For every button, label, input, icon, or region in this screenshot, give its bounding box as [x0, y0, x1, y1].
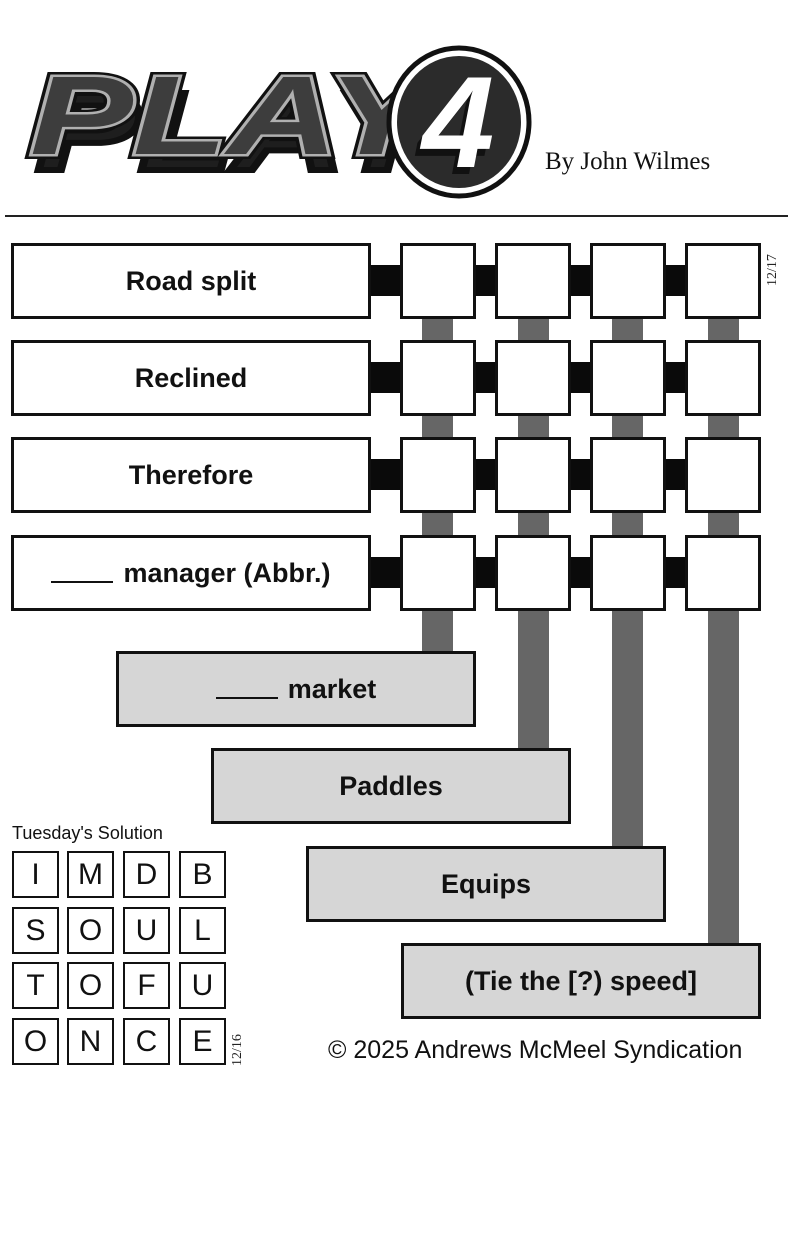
- fill-in-blank: [215, 697, 278, 699]
- down-clue-1: market: [116, 651, 476, 727]
- answer-cell-r4c2[interactable]: [495, 535, 571, 611]
- copyright-notice: © 2025 Andrews McMeel Syndication: [328, 1036, 743, 1064]
- down-clue-3-text: Equips: [440, 868, 531, 899]
- logo-circle-inner: [397, 56, 521, 188]
- logo-fill-text: PLAY: [30, 53, 443, 178]
- answer-cell-r4c3[interactable]: [590, 535, 666, 611]
- fill-in-blank: [51, 581, 114, 583]
- answer-cell-r3c1[interactable]: [400, 437, 476, 513]
- answer-cell-r2c2[interactable]: [495, 340, 571, 416]
- byline: By John Wilmes: [545, 148, 711, 175]
- logo-number-shadow: 4: [414, 56, 489, 202]
- across-clue-4: manager (Abbr.): [11, 535, 371, 611]
- solution-cell: U: [123, 907, 170, 954]
- logo-number: 4: [419, 49, 494, 195]
- answer-cell-r1c2[interactable]: [495, 243, 571, 319]
- across-clue-1: Road split: [11, 243, 371, 319]
- puzzle-date: 12/17: [765, 254, 780, 286]
- answer-cell-r1c3[interactable]: [590, 243, 666, 319]
- solution-cell: O: [67, 962, 114, 1009]
- across-clue-4-text: manager (Abbr.): [123, 557, 331, 588]
- down-clue-4-text: (Tie the [?) speed]: [464, 965, 698, 996]
- down-clue-1-text: market: [287, 673, 377, 704]
- solution-cell: S: [12, 907, 59, 954]
- solution-cell: U: [179, 962, 226, 1009]
- solution-cell: D: [123, 851, 170, 898]
- down-connector-4: [708, 316, 739, 945]
- across-clue-1-text: Road split: [125, 265, 257, 296]
- across-clue-3: Therefore: [11, 437, 371, 513]
- across-clue-2: Reclined: [11, 340, 371, 416]
- across-clue-3-text: Therefore: [128, 459, 254, 490]
- logo-outline-text: PLAY: [30, 53, 443, 178]
- answer-cell-r2c4[interactable]: [685, 340, 761, 416]
- solution-cell: E: [179, 1018, 226, 1065]
- solution-date: 12/16: [230, 1034, 245, 1066]
- answer-cell-r2c3[interactable]: [590, 340, 666, 416]
- answer-cell-r3c2[interactable]: [495, 437, 571, 513]
- answer-cell-r4c4[interactable]: [685, 535, 761, 611]
- solution-cell: I: [12, 851, 59, 898]
- answer-cell-r3c3[interactable]: [590, 437, 666, 513]
- solution-cell: M: [67, 851, 114, 898]
- across-clue-2-text: Reclined: [134, 362, 248, 393]
- header-divider: [5, 215, 788, 217]
- solution-cell: L: [179, 907, 226, 954]
- solution-cell: F: [123, 962, 170, 1009]
- logo-shadow-text: PLAY: [36, 69, 449, 194]
- down-clue-4: (Tie the [?) speed]: [401, 943, 761, 1019]
- solution-cell: O: [67, 907, 114, 954]
- answer-cell-r1c1[interactable]: [400, 243, 476, 319]
- solution-cell: T: [12, 962, 59, 1009]
- down-clue-2-text: Paddles: [339, 770, 443, 801]
- play4-logo: PLAY PLAY PLAY PLAY 4 4: [25, 45, 532, 202]
- solution-cell: O: [12, 1018, 59, 1065]
- logo-text: PLAY: [30, 53, 443, 178]
- down-clue-3: Equips: [306, 846, 666, 922]
- solution-cell: N: [67, 1018, 114, 1065]
- solution-cell: C: [123, 1018, 170, 1065]
- answer-cell-r1c4[interactable]: [685, 243, 761, 319]
- solution-cell: B: [179, 851, 226, 898]
- answer-cell-r2c1[interactable]: [400, 340, 476, 416]
- down-clue-2: Paddles: [211, 748, 571, 824]
- answer-cell-r4c1[interactable]: [400, 535, 476, 611]
- solution-title: Tuesday's Solution: [12, 823, 163, 843]
- answer-cell-r3c4[interactable]: [685, 437, 761, 513]
